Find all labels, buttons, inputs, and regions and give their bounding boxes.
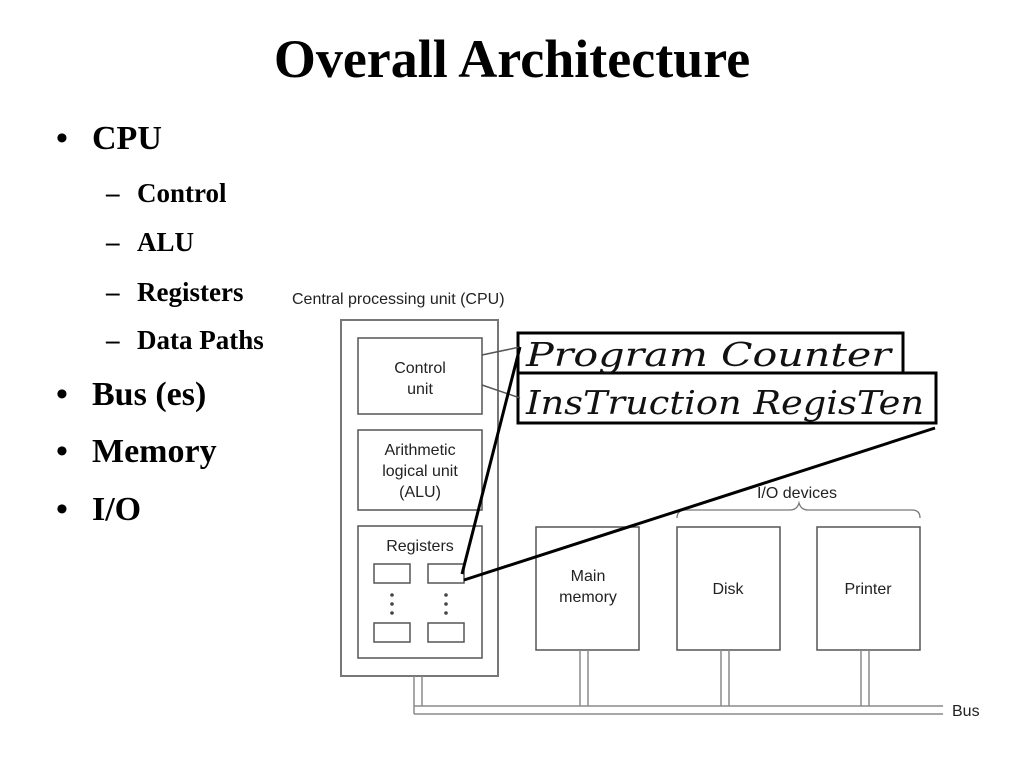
program-counter-handwriting: Program Counter [525, 335, 894, 374]
dash-icon: – [106, 178, 120, 208]
registers-label: Registers [386, 538, 454, 555]
dash-icon: – [106, 277, 120, 307]
control-unit-box [357, 337, 483, 415]
sub-bullet-label: Data Paths [137, 325, 264, 355]
zoom-line-right [463, 426, 936, 582]
sub-bullet-label: ALU [137, 227, 195, 257]
io-caption: I/O devices [757, 485, 837, 502]
cpu-caption: Central processing unit (CPU) [292, 291, 505, 308]
bullet-dot-icon: • [56, 120, 68, 157]
sub-bullet-label: Control [137, 178, 227, 208]
printer-label: Printer [844, 581, 892, 598]
register-cell [373, 622, 411, 643]
slide-title: Overall Architecture [273, 29, 751, 89]
dash-icon: – [106, 325, 120, 355]
zoom-line-left [460, 346, 522, 575]
bullet-label: CPU [92, 120, 162, 157]
control-unit-label: Control [394, 360, 446, 377]
alu-label: logical unit [382, 463, 458, 480]
register-cell [427, 563, 465, 584]
bullet-dot-icon: • [56, 376, 68, 413]
alu-label: (ALU) [399, 484, 441, 501]
cpu-box [340, 319, 499, 677]
control-unit-label: unit [407, 381, 433, 398]
register-cell [427, 622, 465, 643]
instruction-register-handwriting: InsTruction RegisTen [525, 383, 924, 422]
alu-box [357, 429, 483, 511]
io-brace [676, 500, 921, 519]
ellipsis-dots [390, 593, 448, 615]
register-cell [373, 563, 411, 584]
main-memory-label: memory [559, 589, 617, 606]
main-memory-label: Main [571, 568, 606, 585]
sub-bullet-label: Registers [137, 277, 244, 307]
bus-label: Bus [952, 703, 980, 720]
bus-lines [413, 650, 943, 715]
dash-icon: – [106, 227, 120, 257]
bullet-dot-icon: • [56, 433, 68, 470]
disk-label: Disk [712, 581, 744, 598]
registers-box [357, 525, 483, 659]
alu-label: Arithmetic [384, 442, 455, 459]
bullet-label: Memory [92, 433, 217, 470]
bullet-label: I/O [92, 491, 142, 528]
control-to-ir-line [481, 384, 521, 399]
bullet-dot-icon: • [56, 491, 68, 528]
bullet-label: Bus (es) [92, 376, 207, 413]
control-to-pc-line [481, 346, 521, 356]
